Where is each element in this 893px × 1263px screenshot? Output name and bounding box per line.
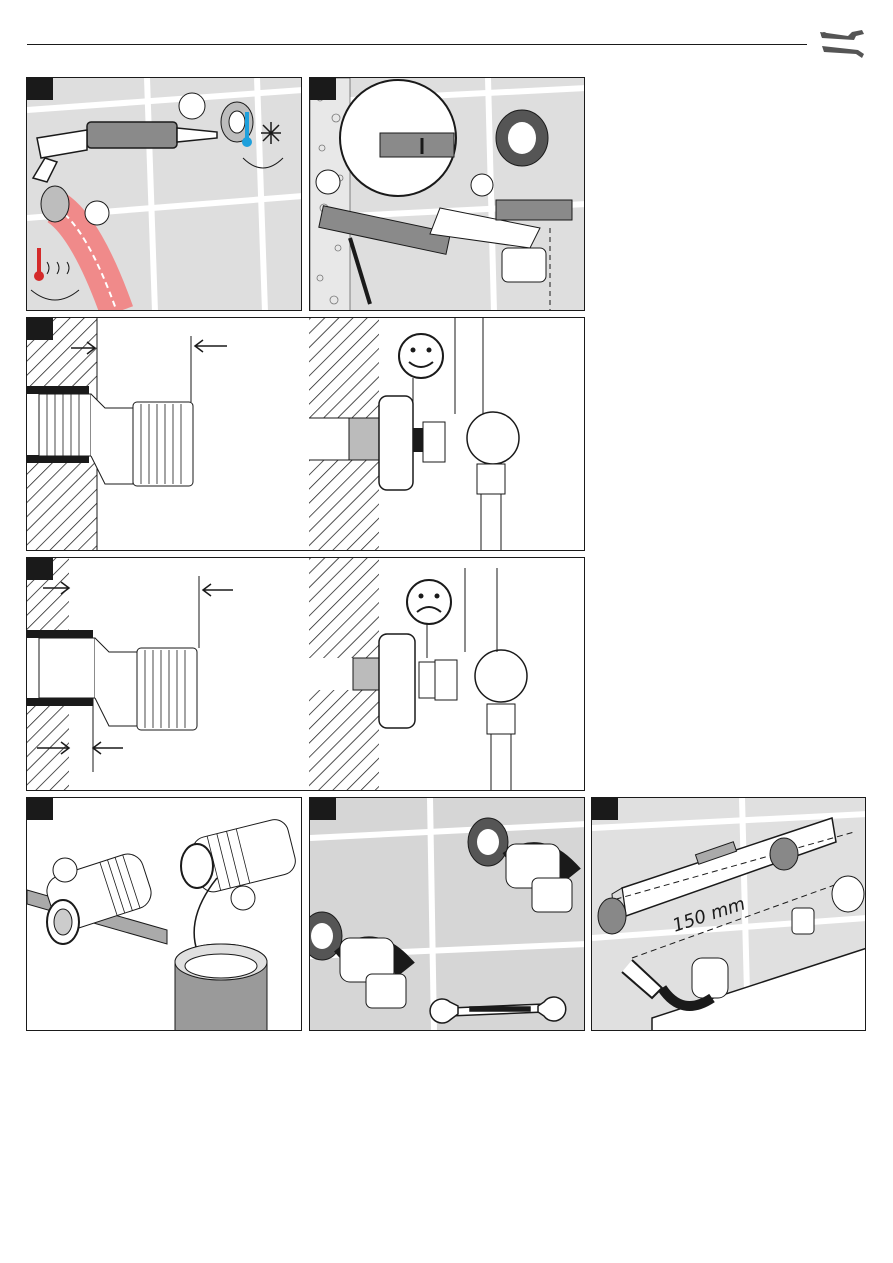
- step-badge: [310, 78, 336, 100]
- wrench-screwdriver-icon: [818, 24, 866, 62]
- step-incorrect-depth-panel: [26, 557, 585, 791]
- step-badge: [27, 318, 53, 340]
- happy-face-icon: [399, 334, 443, 378]
- header-rule: [27, 44, 807, 45]
- step-badge: [592, 798, 618, 820]
- step-correct-depth-panel: [26, 317, 585, 551]
- step-badge: [27, 558, 53, 580]
- sad-face-icon: [407, 580, 451, 624]
- step-badge: [310, 798, 336, 820]
- step-level-mount-panel: 150 mm: [591, 797, 866, 1031]
- step-thread-seal-panel: [26, 797, 302, 1031]
- step-badge: [27, 798, 53, 820]
- step-seal-temperature-panel: [26, 77, 302, 311]
- step-badge: [27, 78, 53, 100]
- step-cut-pipe-panel: [309, 77, 585, 311]
- step-tighten-eccentric-panel: [309, 797, 585, 1031]
